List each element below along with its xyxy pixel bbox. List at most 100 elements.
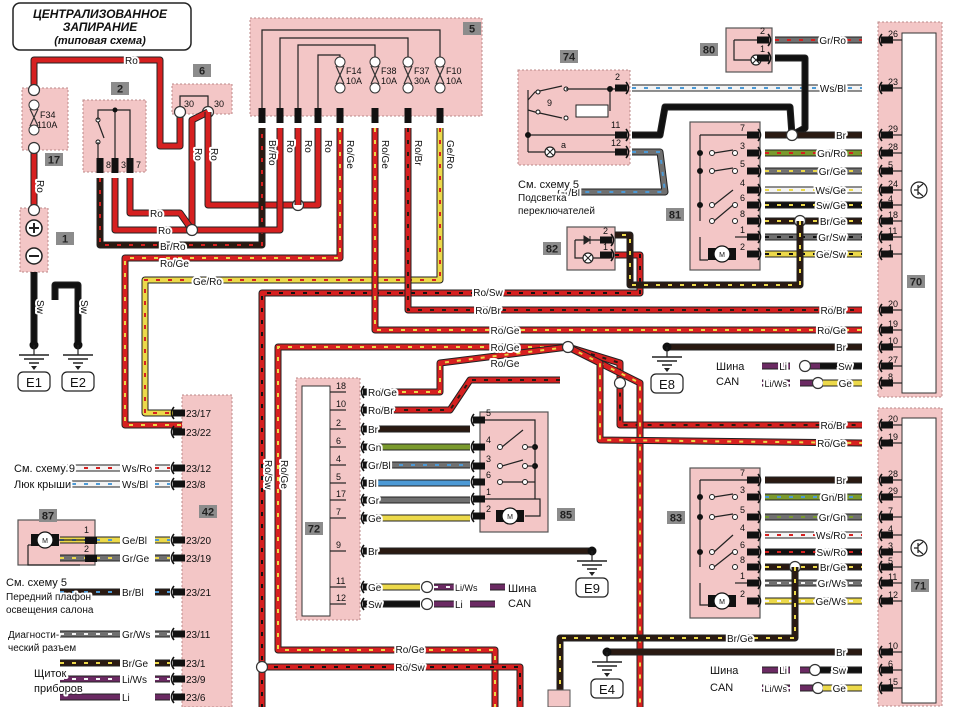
switch-lever — [527, 109, 563, 119]
connector-mouth — [360, 403, 365, 417]
connector — [757, 33, 772, 47]
note: ческий разъем — [8, 643, 76, 654]
junction-node — [27, 141, 41, 155]
wire-stripe — [407, 128, 862, 311]
connector-body — [881, 36, 893, 44]
wire-label: Ge/Ro — [444, 140, 455, 169]
connector-body — [173, 554, 185, 562]
pin-number: 2 — [615, 72, 620, 82]
connector-body — [473, 495, 485, 503]
connector-mouth — [757, 128, 762, 142]
connector-mouth — [470, 459, 475, 473]
can-wire-label: Li/Ws — [765, 379, 788, 389]
wire-label: Ro/Ge — [491, 326, 520, 337]
switch-lever — [713, 551, 734, 568]
connector — [600, 233, 615, 247]
wire-core — [31, 57, 183, 149]
connector-body — [258, 108, 266, 123]
connector-body — [600, 251, 612, 259]
wire-label: Ro/Sw — [395, 663, 425, 674]
label-72: 72 — [308, 524, 320, 536]
pin-number: 1 — [888, 243, 893, 253]
pin-number: 9 — [547, 98, 552, 108]
ground-arrow — [75, 366, 81, 370]
switch-contact — [732, 494, 738, 500]
connector — [878, 128, 893, 142]
connector-body — [173, 693, 185, 701]
connector-body — [881, 476, 893, 484]
pin-number: 1 — [760, 44, 765, 54]
connector-body — [747, 201, 759, 209]
connector-mouth — [360, 493, 365, 507]
connector — [878, 323, 893, 337]
connector — [170, 425, 185, 439]
block-74 — [517, 69, 631, 166]
wire-core — [632, 104, 795, 138]
connector-body — [173, 588, 185, 596]
connector-body — [600, 236, 612, 244]
fuse-terminal — [434, 56, 446, 68]
junction-node — [561, 340, 575, 354]
internal-line — [485, 498, 541, 517]
connector — [747, 560, 762, 574]
wire-label: Ro — [34, 180, 45, 193]
junction-dot — [607, 86, 613, 92]
pin-number: 23/17 — [186, 409, 211, 420]
connector-mouth — [170, 425, 175, 439]
connector-mouth — [878, 247, 883, 261]
connector-body — [615, 148, 627, 156]
title-line: ЦЕНТРАЛИЗОВАННОЕ — [33, 7, 168, 21]
pin-number: 8 — [888, 372, 893, 382]
pin-number: 1 — [740, 571, 745, 581]
pin-number: 23/19 — [186, 554, 211, 565]
switch-contact — [732, 202, 738, 208]
wire-label: Ro/Ge — [160, 259, 189, 270]
internal-line — [574, 240, 583, 259]
switch-lever — [713, 204, 734, 222]
wire-core — [52, 282, 81, 345]
pin-number: 4 — [888, 194, 893, 204]
control-unit-icon — [910, 539, 928, 557]
wire-core — [557, 567, 798, 707]
connector-body — [126, 158, 134, 173]
wire-label: Ws/Ge — [815, 186, 846, 197]
connector-body — [747, 233, 759, 241]
connector — [878, 359, 893, 373]
connector-mouth — [878, 33, 883, 47]
connector — [615, 81, 630, 95]
wire-outline — [51, 281, 82, 345]
pin-number: a — [561, 140, 566, 150]
fuse-terminal — [334, 82, 346, 94]
can-bus-label: Шина — [716, 361, 745, 373]
pin-number: 3 — [121, 160, 126, 170]
connector — [170, 533, 185, 547]
wire-label: Gr/Ro — [819, 36, 846, 47]
pin-number: 11 — [611, 120, 620, 130]
connector-mouth — [878, 214, 883, 228]
transistor-symbol — [914, 183, 924, 197]
junction-node — [27, 203, 41, 217]
pin-number: 18 — [888, 210, 898, 220]
connector — [170, 656, 185, 670]
wire-ro-ge — [371, 128, 862, 334]
pin-number: 23/1 — [186, 659, 206, 670]
block-71-unit — [901, 417, 937, 704]
connector-body — [276, 108, 284, 123]
connector-mouth — [625, 145, 630, 159]
connector-body — [881, 648, 893, 656]
junction-node — [798, 359, 812, 373]
pin-number: 30 — [184, 99, 194, 109]
internal-line — [699, 237, 708, 261]
wire-label: Ro/Br — [820, 306, 846, 317]
pin-number: 2 — [603, 226, 608, 236]
switch-contact — [732, 168, 738, 174]
connector-body — [111, 158, 119, 173]
connector-mouth — [470, 440, 475, 454]
connector — [878, 183, 893, 197]
label-81: 81 — [669, 210, 681, 222]
pin-number: 23/22 — [186, 428, 211, 439]
connector-mouth — [878, 198, 883, 212]
note: Диагности- — [8, 630, 59, 641]
ground-e8: E8 — [659, 377, 675, 392]
note: Подсветка — [518, 193, 567, 204]
